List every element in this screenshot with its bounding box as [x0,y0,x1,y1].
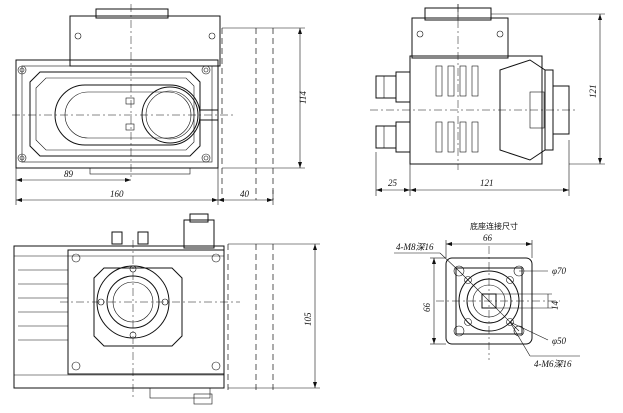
side-view-dimensions: 121 25 121 [375,13,605,196]
top-view [12,4,305,200]
dim-top-width: 160 [110,189,124,199]
dim-top-height: 114 [298,91,308,104]
dim-flange-square: 14 [550,301,560,311]
flange-view: 底座连接尺寸 [436,221,560,360]
dim-side-depth: 121 [480,178,494,188]
label-pcd-inner: φ50 [552,336,566,346]
bottom-view-dimensions: 105 [303,244,317,388]
bottom-view [13,213,320,405]
flange-dimensions: 66 66 4-M8深16 4-M6深16 φ70 φ50 14 [394,233,580,369]
side-view [370,4,575,170]
dim-side-connector: 25 [388,178,398,188]
dim-side-height: 121 [588,85,598,99]
label-outer-bolts: 4-M8深16 [396,242,434,252]
dim-top-offset: 89 [64,169,74,179]
label-pcd-outer: φ70 [552,266,566,276]
dim-flange-width: 66 [483,233,493,243]
dim-bottom-height: 105 [303,312,313,326]
dim-flange-height: 66 [422,303,432,313]
flange-title: 底座连接尺寸 [470,221,518,231]
dim-top-clearance: 40 [240,189,250,199]
top-view-dimensions: 114 89 160 40 [15,28,308,205]
label-inner-bolts: 4-M6深16 [534,359,572,369]
